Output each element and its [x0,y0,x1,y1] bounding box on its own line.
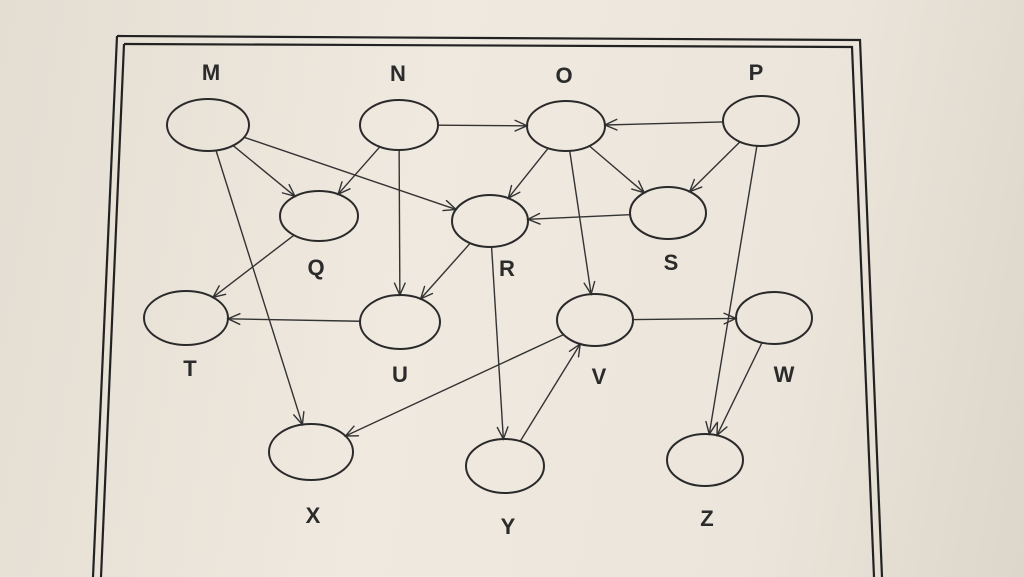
node-ellipse [666,433,744,487]
edge-line [507,147,549,199]
node-ellipse [359,294,441,350]
node-ellipse [526,100,606,152]
edge-line [604,121,724,126]
node-w: W [735,291,813,387]
diagram-frame [91,34,884,577]
edge-n-to-q [337,146,381,196]
node-ellipse [735,291,813,345]
node-z: Z [666,433,744,531]
node-label: Z [700,506,713,531]
node-s: S [629,186,707,275]
node-label: T [183,356,197,381]
edge-o-to-v [569,150,596,296]
edge-line [212,234,295,298]
edge-v-to-w [632,312,738,325]
edge-line [420,242,471,300]
edge-o-to-r [507,147,549,200]
node-label: O [555,63,572,88]
edge-n-to-o [437,119,529,132]
edge-p-to-s [688,141,741,193]
arrowhead [568,342,582,358]
node-ellipse [722,95,800,147]
edge-u-to-t [226,313,361,326]
node-q: Q [279,190,359,280]
edge-y-to-v [519,342,582,442]
edge-o-to-s [588,145,646,194]
edge-line [632,317,737,321]
node-r: R [451,194,529,281]
node-label: R [499,256,515,281]
edge-line [569,150,592,295]
node-ellipse [143,290,229,346]
edge-line [337,146,381,195]
edge-v-to-x [343,333,564,437]
node-label: W [774,362,795,387]
node-ellipse [166,98,250,152]
edge-line [716,342,763,436]
node-label: Y [501,514,516,539]
node-label: S [664,250,679,275]
node-ellipse [629,186,707,240]
node-x: X [268,423,354,528]
node-ellipse [279,190,359,242]
edge-line [519,343,581,442]
edge-line [227,318,361,322]
frame-inner-left-border [99,43,126,577]
node-label: Q [307,255,324,280]
node-label: U [392,362,408,387]
edge-n-to-u [393,149,406,297]
frame-outer-border [116,34,884,577]
edge-p-to-z [705,145,758,436]
edge-r-to-u [419,242,471,301]
frame-outer-left-border [91,35,119,577]
edge-m-to-x [215,150,305,427]
node-v: V [556,293,634,389]
node-o: O [526,63,606,152]
node-m: M [166,60,250,152]
node-u: U [359,294,441,387]
edge-p-to-o [603,118,724,131]
node-y: Y [465,438,545,539]
node-ellipse [556,293,634,347]
node-label: P [749,60,764,85]
node-label: V [592,364,607,389]
node-ellipse [268,423,354,481]
edge-line [437,124,528,127]
node-label: M [202,60,220,85]
node-p: P [722,60,800,147]
edge-line [215,150,304,425]
node-label: X [306,503,321,528]
node-ellipse [451,194,529,248]
edge-line [345,333,564,437]
edge-m-to-q [232,145,297,198]
edge-line [689,141,741,193]
node-ellipse [359,99,439,151]
node-t: T [143,290,229,381]
edges-layer [211,118,763,442]
frame-inner-border [123,42,876,577]
nodes-layer: M N O P Q R S T U V W X Y Z [143,60,813,539]
edge-line [588,145,645,194]
node-label: N [390,61,406,86]
edge-q-to-t [211,234,295,299]
edge-line [490,246,505,440]
node-n: N [359,61,439,151]
edge-line [398,149,401,296]
edge-line [232,145,296,197]
edge-line [527,214,631,220]
node-ellipse [465,438,545,494]
edge-line [243,136,457,211]
edge-w-to-z [716,342,763,437]
edge-line [708,145,758,435]
